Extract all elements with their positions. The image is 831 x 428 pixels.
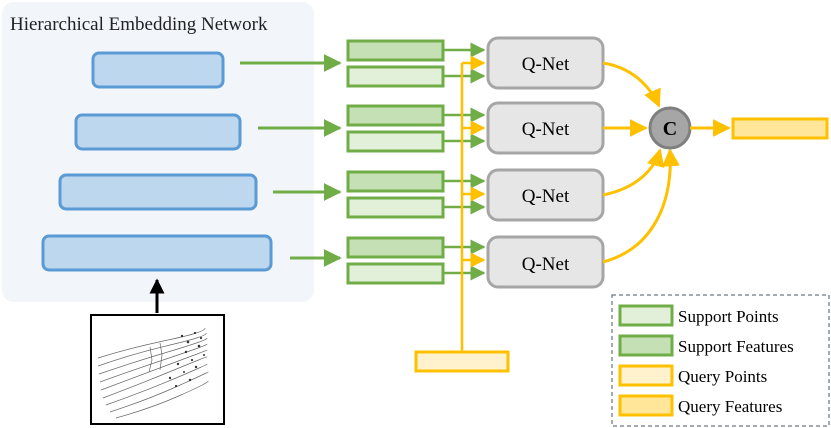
legend-swatch-support-points bbox=[618, 304, 674, 327]
qnet-block-2: Q-Net bbox=[486, 101, 605, 155]
qnet-label: Q-Net bbox=[522, 119, 570, 140]
concat-label: C bbox=[663, 118, 677, 140]
qnet-label: Q-Net bbox=[522, 254, 570, 275]
support-points-box-2 bbox=[346, 130, 445, 153]
point-cloud-image bbox=[90, 314, 225, 425]
qnet-block-1: Q-Net bbox=[486, 36, 605, 90]
panel-title: Hierarchical Embedding Network bbox=[10, 14, 268, 35]
qnet-to-concat-arrow bbox=[602, 61, 661, 108]
support-points-box-3 bbox=[346, 196, 445, 219]
qnet-to-concat-arrow bbox=[602, 148, 680, 264]
legend-label-support-features: Support Features bbox=[678, 337, 794, 356]
support-points-box-1 bbox=[346, 65, 445, 88]
query-points-box bbox=[414, 350, 510, 373]
legend-label-query-points: Query Points bbox=[678, 367, 767, 386]
qnet-to-concat-arrow bbox=[602, 148, 665, 197]
embedding-network-panel bbox=[2, 2, 314, 302]
embedding-layer-2 bbox=[74, 113, 242, 151]
legend-label-query-features: Query Features bbox=[678, 397, 782, 416]
support-features-box-1 bbox=[346, 39, 445, 62]
qnet-label: Q-Net bbox=[522, 54, 570, 75]
qnet-label: Q-Net bbox=[522, 186, 570, 207]
query-features-output-box bbox=[731, 117, 829, 140]
qnet-block-4: Q-Net bbox=[486, 235, 605, 289]
legend-swatch-support-features bbox=[618, 334, 674, 357]
legend-label-support-points: Support Points bbox=[678, 307, 779, 326]
support-features-box-2 bbox=[346, 104, 445, 127]
support-features-box-3 bbox=[346, 170, 445, 193]
embedding-layer-1 bbox=[91, 51, 225, 89]
support-points-box-4 bbox=[346, 262, 445, 285]
legend: Support Points Support Features Query Po… bbox=[611, 294, 830, 427]
legend-swatch-query-features bbox=[618, 394, 674, 417]
support-features-box-4 bbox=[346, 236, 445, 259]
legend-swatch-query-points bbox=[618, 364, 674, 387]
embedding-layer-3 bbox=[58, 173, 258, 211]
qnet-block-3: Q-Net bbox=[486, 168, 605, 222]
embedding-layer-4 bbox=[41, 234, 273, 272]
